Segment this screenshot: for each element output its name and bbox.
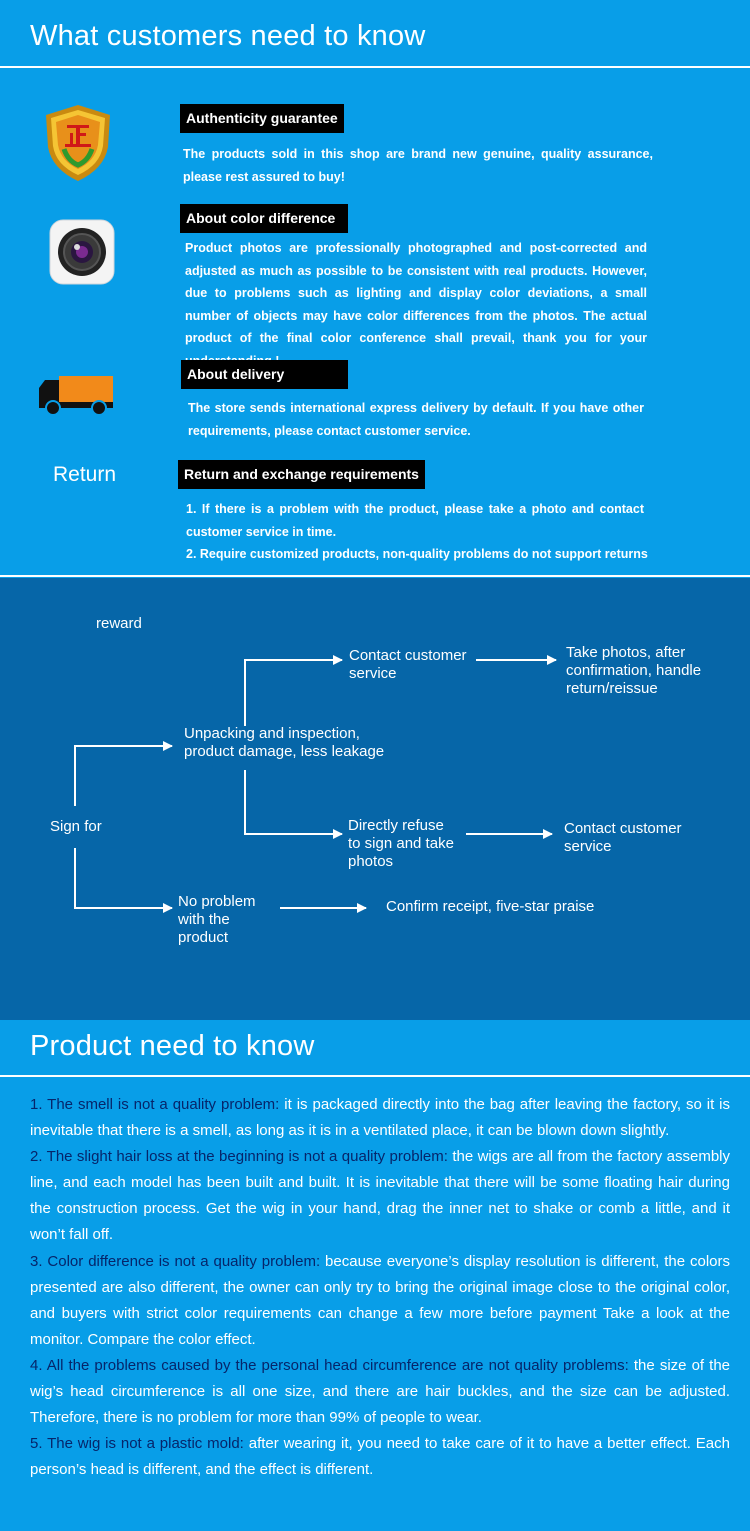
- arrow-to-refuse: [244, 770, 343, 839]
- note-heading: 4. All the problems caused by the person…: [30, 1356, 629, 1374]
- text-return-1: 1. If there is a problem with the produc…: [186, 502, 644, 539]
- flowchart-arrows: [74, 655, 557, 913]
- label-color-difference: About color difference: [180, 204, 348, 233]
- product-note: 3. Color difference is not a quality pro…: [30, 1249, 730, 1353]
- flow-take-photos: Take photos, after confirmation, handle …: [566, 644, 702, 697]
- product-note: 5. The wig is not a plastic mold: after …: [30, 1431, 730, 1483]
- product-note: 2. The slight hair loss at the beginning…: [30, 1144, 730, 1248]
- customers-section-title: What customers need to know: [30, 20, 426, 52]
- camera-icon: [49, 219, 115, 285]
- note-body: the wigs are all from the factory assemb…: [30, 1148, 730, 1244]
- flow-contact-customer-2: Contact customer service: [564, 820, 682, 855]
- note-body: because everyone’s display resolution is…: [30, 1252, 730, 1348]
- arrow-to-unpacking: [74, 741, 173, 806]
- note-heading: 2. The slight hair loss at the beginning…: [30, 1148, 448, 1166]
- truck-icon: [37, 374, 115, 416]
- text-color-difference: Product photos are professionally photog…: [185, 241, 647, 368]
- product-note: 1. The smell is not a quality problem: i…: [30, 1092, 730, 1144]
- note-heading: 3. Color difference is not a quality pro…: [30, 1252, 321, 1270]
- note-heading: 1. The smell is not a quality problem:: [30, 1096, 280, 1113]
- flow-unpacking: Unpacking and inspection, product damage…: [184, 725, 385, 760]
- title-divider: [0, 66, 750, 68]
- note-body: the size of the wig’s head circumference…: [30, 1356, 731, 1427]
- section-divider: [0, 575, 750, 577]
- product-note: 4. All the problems caused by the person…: [30, 1353, 730, 1431]
- text-authenticity: The products sold in this shop are brand…: [183, 147, 653, 184]
- product-section-title: Product need to know: [30, 1030, 315, 1062]
- text-delivery: The store sends international express de…: [188, 401, 644, 438]
- shield-icon: [42, 103, 114, 183]
- label-authenticity: Authenticity guarantee: [180, 104, 344, 133]
- product-notes: 1. The smell is not a quality problem: i…: [30, 1092, 730, 1483]
- label-return: Return and exchange requirements: [178, 460, 425, 489]
- product-info-section: [0, 1020, 750, 1531]
- arrow-to-no-problem: [74, 848, 173, 913]
- text-return-2: 2. Require customized products, non-qual…: [186, 547, 648, 561]
- flow-no-problem: No problem with the product: [178, 893, 256, 946]
- receipt-flowchart: [0, 578, 750, 1020]
- arrow-to-contact1: [244, 655, 343, 726]
- flow-confirm: Confirm receipt, five-star praise: [386, 898, 595, 915]
- note-body: after wearing it, you need to take care …: [30, 1435, 730, 1479]
- product-title-divider: [0, 1075, 750, 1077]
- flow-sign-for: Sign for: [50, 818, 102, 835]
- note-body: it is packaged directly into the bag aft…: [30, 1096, 730, 1140]
- flow-refuse: Directly refuse to sign and take photos: [348, 817, 454, 870]
- flow-contact-customer-1: Contact customer service: [349, 647, 467, 682]
- return-icon-text: Return: [53, 463, 117, 486]
- note-heading: 5. The wig is not a plastic mold:: [30, 1435, 244, 1453]
- flow-reward: reward: [96, 615, 142, 632]
- label-delivery: About delivery: [181, 360, 348, 389]
